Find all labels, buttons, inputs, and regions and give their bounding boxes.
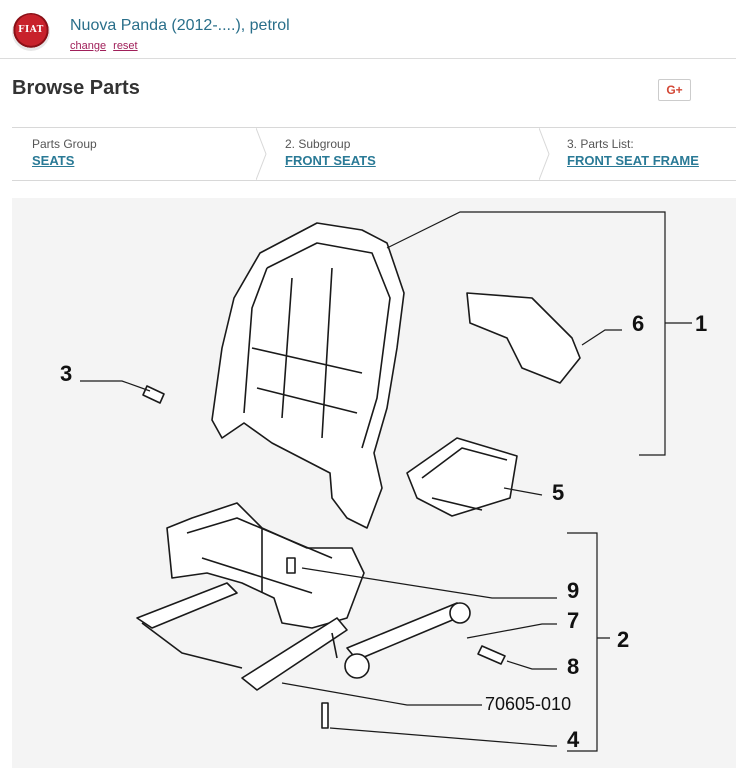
seat-rail-left-drawing [136, 582, 238, 629]
part-7-knob-drawing [449, 602, 471, 624]
page-title: Browse Parts [12, 77, 140, 99]
callout-1[interactable]: 1 [695, 311, 707, 336]
parts-diagram[interactable]: 1 2 3 4 5 6 7 8 9 70605-010 [12, 198, 736, 768]
breadcrumb-parts-group: Parts Group SEATS [12, 128, 257, 180]
callout-1-bracket-line [386, 211, 666, 456]
seat-base-frame-drawing [166, 502, 365, 629]
breadcrumb-subgroup: 2. Subgroup FRONT SEATS [265, 128, 540, 180]
callout-5-leader-line [503, 487, 543, 496]
seat-rail-right-drawing [241, 617, 348, 691]
breadcrumb-label: 2. Subgroup [285, 137, 351, 151]
callout-2[interactable]: 2 [617, 627, 629, 652]
callout-3-leader-line [80, 380, 151, 392]
breadcrumb-label: Parts Group [32, 137, 97, 151]
part-7-lever-drawing [346, 602, 463, 661]
part-3-bolt-drawing [142, 385, 165, 404]
brand-logo-text: FIAT [18, 25, 44, 35]
callout-7-leader-line [466, 623, 557, 639]
part-8-bolt-drawing [477, 645, 506, 665]
vehicle-model-title: Nuova Panda (2012-....), petrol [70, 17, 290, 34]
callout-5[interactable]: 5 [552, 480, 564, 505]
fiat-logo[interactable]: FIAT [12, 13, 50, 51]
header-bar: FIAT Nuova Panda (2012-....), petrol cha… [0, 0, 736, 59]
change-link[interactable]: change [70, 40, 107, 52]
callout-3[interactable]: 3 [60, 361, 72, 386]
part-6-bracket-drawing [466, 292, 581, 384]
breadcrumb-link-front-seat-frame[interactable]: FRONT SEAT FRAME [567, 153, 699, 168]
reset-link[interactable]: reset [113, 40, 138, 52]
part-number-label[interactable]: 70605-010 [485, 694, 571, 714]
callout-6-leader-line [581, 329, 622, 346]
callout-8-leader-line [506, 660, 557, 670]
part-number-leader-line [281, 682, 482, 706]
callout-6[interactable]: 6 [632, 311, 644, 336]
part-7-pivot-drawing [344, 653, 370, 679]
breadcrumb-separator [539, 128, 550, 180]
part-4-screw-drawing [321, 702, 329, 729]
breadcrumb: Parts Group SEATS 2. Subgroup FRONT SEAT… [12, 127, 736, 181]
parts-diagram-drawing: 1 2 3 4 5 6 7 8 9 70605-010 [60, 211, 707, 752]
breadcrumb-link-front-seats[interactable]: FRONT SEATS [285, 153, 376, 168]
google-plus-share-button[interactable]: G+ [658, 79, 691, 101]
breadcrumb-parts-list: 3. Parts List: FRONT SEAT FRAME [547, 128, 736, 180]
vehicle-links: change reset [70, 40, 142, 52]
breadcrumb-label: 3. Parts List: [567, 137, 634, 151]
callout-9[interactable]: 9 [567, 578, 579, 603]
callout-7[interactable]: 7 [567, 608, 579, 633]
breadcrumb-link-seats[interactable]: SEATS [32, 153, 75, 168]
callout-8[interactable]: 8 [567, 654, 579, 679]
seat-back-frame-drawing [211, 222, 405, 529]
callout-4-leader-line [329, 727, 557, 747]
callout-4[interactable]: 4 [567, 727, 580, 752]
part-5-clip-drawing [406, 437, 518, 517]
callout-2-bracket-line [567, 532, 610, 752]
breadcrumb-separator [256, 128, 267, 180]
part-9-screw-drawing [286, 557, 296, 574]
callout-9-leader-line [301, 567, 557, 599]
